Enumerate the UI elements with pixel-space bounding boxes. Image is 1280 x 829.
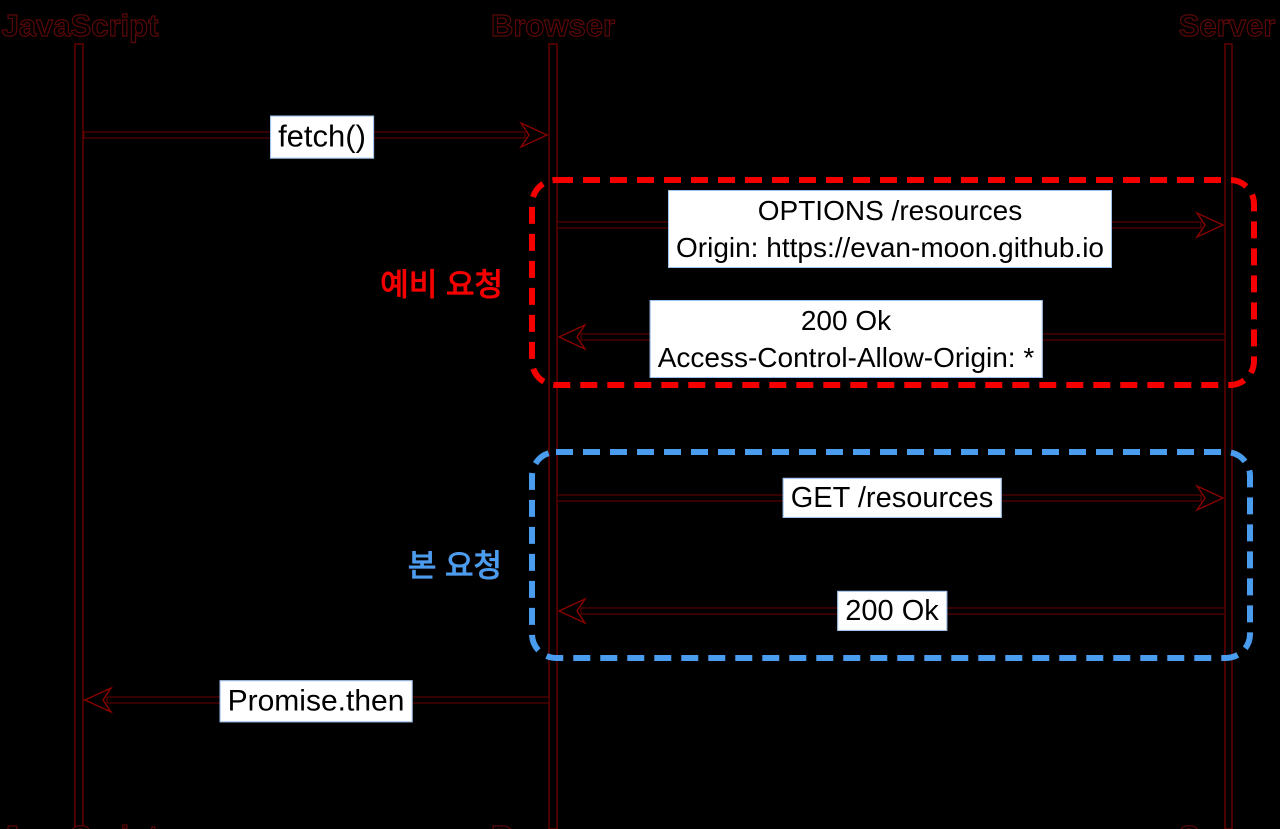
preflight-request-line2: Origin: https://evan-moon.github.io — [675, 232, 1105, 263]
arrowhead-main-request — [1195, 484, 1225, 512]
lifeline-browser — [548, 43, 558, 829]
actor-title-browser: Browser — [491, 8, 615, 43]
actor-title-javascript-bottom: JavaScript — [2, 819, 159, 829]
arrowhead-main-response — [557, 597, 587, 625]
lifeline-server — [1224, 43, 1233, 829]
actor-title-javascript: JavaScript — [2, 8, 159, 43]
lifeline-javascript — [74, 43, 84, 829]
preflight-group-box — [529, 177, 1257, 388]
message-label-fetch: fetch() — [270, 115, 374, 159]
arrowhead-preflight-request — [1195, 211, 1225, 239]
actor-title-browser-bottom: Browser — [491, 819, 615, 829]
actor-title-server-bottom: Server — [1179, 819, 1276, 829]
main-request-group-box — [529, 449, 1253, 661]
arrowhead-preflight-response — [557, 323, 587, 351]
preflight-response-line1: 200 Ok — [800, 305, 892, 336]
message-label-main-response: 200 Ok — [837, 590, 947, 632]
preflight-request-line1: OPTIONS /resources — [757, 195, 1023, 226]
message-label-preflight-response: 200 Ok Access-Control-Allow-Origin: * — [649, 300, 1043, 378]
actor-title-server: Server — [1179, 8, 1276, 43]
main-request-group-label: 본 요청 — [407, 548, 502, 584]
message-label-main-request: GET /resources — [782, 477, 1002, 519]
preflight-response-line2: Access-Control-Allow-Origin: * — [657, 342, 1035, 373]
message-label-preflight-request: OPTIONS /resources Origin: https://evan-… — [667, 190, 1113, 268]
preflight-group-label: 예비 요청 — [380, 267, 503, 303]
arrowhead-promise-then — [83, 686, 113, 714]
message-label-promise-then: Promise.then — [219, 680, 413, 722]
arrowhead-fetch — [519, 121, 549, 149]
